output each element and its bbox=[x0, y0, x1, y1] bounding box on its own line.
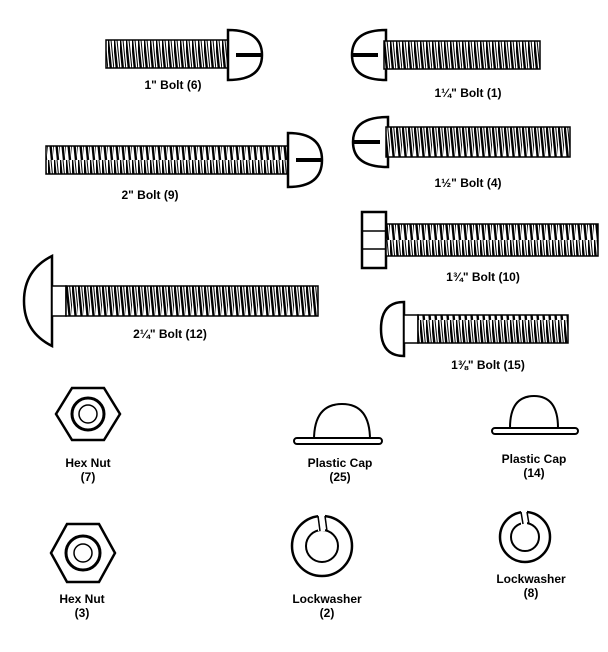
part-quantity: (8) bbox=[523, 586, 539, 600]
hex-nut-label: Hex Nut (3) bbox=[42, 592, 122, 620]
bolt-1-1-2in-icon bbox=[351, 115, 571, 169]
lockwasher-label: Lockwasher (2) bbox=[282, 592, 372, 620]
part-quantity: (25) bbox=[329, 470, 351, 484]
part-name: Plastic Cap bbox=[501, 452, 567, 466]
plastic-cap-label: Plastic Cap (25) bbox=[290, 456, 390, 484]
bolt-2in-label: 2" Bolt (9) bbox=[121, 188, 179, 202]
part-name: Plastic Cap bbox=[307, 456, 373, 470]
lockwasher-icon bbox=[498, 510, 552, 564]
part-name: Hex Nut bbox=[65, 456, 111, 470]
plastic-cap-icon bbox=[293, 402, 383, 445]
part-quantity: (2) bbox=[319, 606, 335, 620]
part-name: Lockwasher bbox=[496, 572, 566, 586]
bolt-1in-icon bbox=[105, 28, 264, 82]
bolt-1-3-4in-icon bbox=[360, 210, 599, 270]
plastic-cap-icon bbox=[491, 394, 579, 435]
plastic-cap-label: Plastic Cap (14) bbox=[484, 452, 584, 480]
bolt-1-1-4in-icon bbox=[350, 28, 541, 82]
bolt-1-3-8in-label: 1⅜" Bolt (15) bbox=[451, 358, 525, 372]
bolt-2in-icon bbox=[45, 131, 324, 189]
part-name: Lockwasher bbox=[292, 592, 362, 606]
hex-nut-icon bbox=[49, 522, 117, 584]
lockwasher-icon bbox=[290, 514, 354, 578]
bolt-1-1-4in-label: 1¼" Bolt (1) bbox=[434, 86, 502, 100]
hex-nut-icon bbox=[54, 386, 122, 442]
bolt-1in-label: 1" Bolt (6) bbox=[144, 78, 202, 92]
bolt-2-1-4in-label: 2¼" Bolt (12) bbox=[133, 327, 207, 341]
part-quantity: (3) bbox=[74, 606, 90, 620]
bolt-1-1-2in-label: 1½" Bolt (4) bbox=[434, 176, 502, 190]
bolt-1-3-8in-icon bbox=[379, 300, 569, 358]
part-quantity: (14) bbox=[523, 466, 545, 480]
bolt-2-1-4in-icon bbox=[22, 253, 319, 349]
part-name: Hex Nut bbox=[59, 592, 105, 606]
part-quantity: (7) bbox=[80, 470, 96, 484]
bolt-1-3-4in-label: 1¾" Bolt (10) bbox=[446, 270, 520, 284]
lockwasher-label: Lockwasher (8) bbox=[486, 572, 576, 600]
hex-nut-label: Hex Nut (7) bbox=[48, 456, 128, 484]
